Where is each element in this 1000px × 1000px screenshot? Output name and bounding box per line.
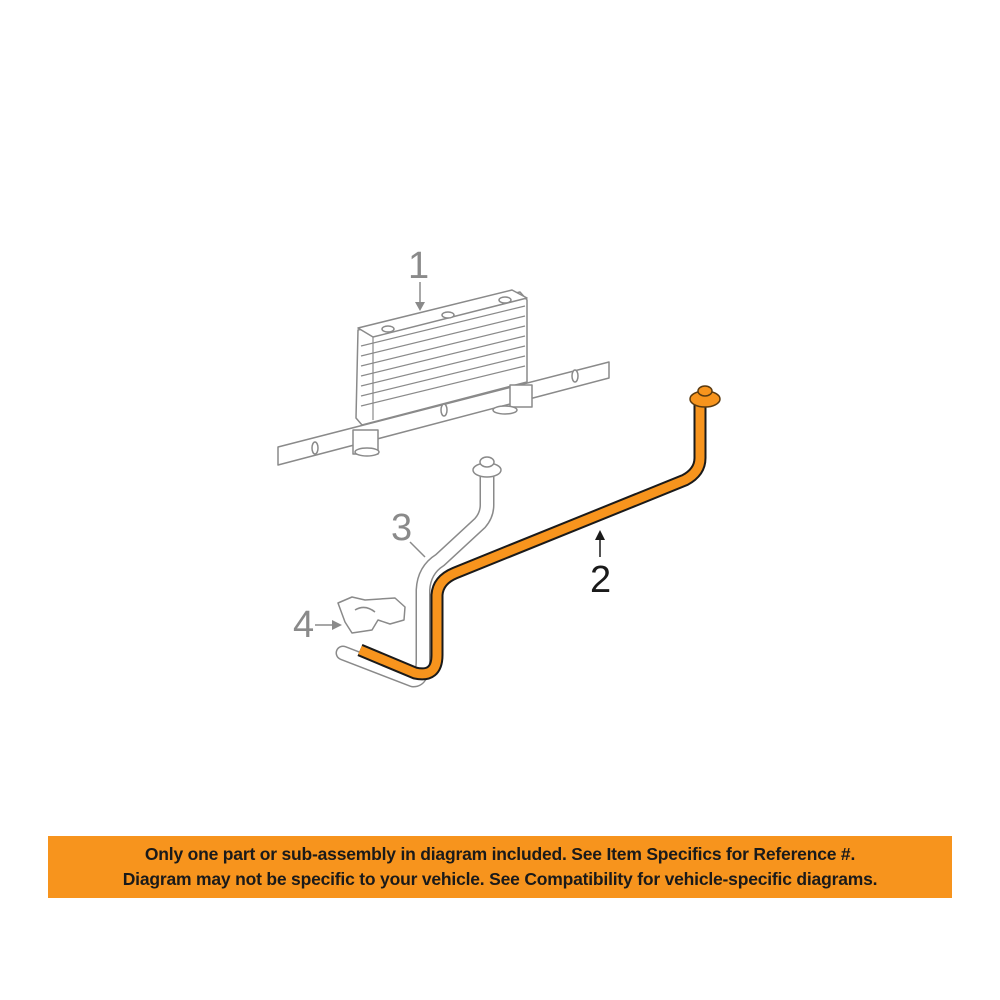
disclaimer-line-1: Only one part or sub-assembly in diagram…	[144, 844, 856, 864]
callout-1: 1	[408, 245, 429, 287]
callout-4-arrowhead	[332, 620, 342, 630]
disclaimer-line-2: Diagram may not be specific to your vehi…	[122, 869, 878, 889]
callout-2: 2	[590, 559, 611, 601]
callout-3-arrow	[409, 541, 426, 558]
callout-4: 4	[293, 604, 314, 646]
clip-4	[337, 596, 406, 634]
parts-diagram: 1 2 3 4	[277, 245, 721, 688]
oil-cooler	[277, 289, 610, 466]
callout-3: 3	[391, 507, 412, 549]
disclaimer-banner: Only one part or sub-assembly in diagram…	[48, 836, 952, 898]
pipe-2-highlighted	[357, 385, 721, 681]
callout-1-arrowhead	[415, 302, 425, 311]
callout-2-arrowhead	[595, 530, 605, 540]
